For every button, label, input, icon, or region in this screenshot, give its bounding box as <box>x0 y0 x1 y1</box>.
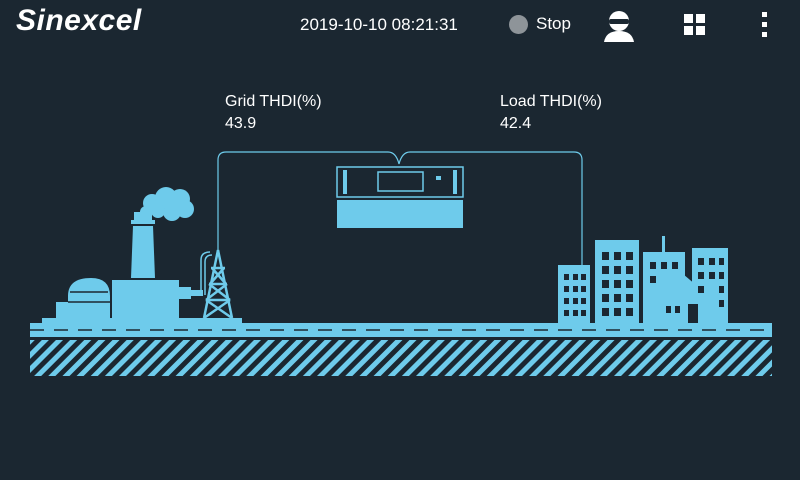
kebab-menu-icon[interactable] <box>756 10 774 40</box>
connection-wire <box>217 151 583 268</box>
grid-thdi-value: 43.9 <box>225 115 257 132</box>
load-thdi-label: Load THDI(%) <box>500 93 602 110</box>
user-avatar-icon[interactable] <box>602 9 636 43</box>
grid-menu-icon[interactable] <box>684 14 706 36</box>
power-plant-icon <box>42 187 242 324</box>
load-thdi-value: 42.4 <box>500 115 532 132</box>
filter-device-icon <box>336 166 464 228</box>
road-ground <box>30 323 772 376</box>
transmission-tower-icon <box>200 249 234 320</box>
status-indicator-icon <box>509 14 528 34</box>
run-status-button[interactable]: Stop <box>509 14 571 34</box>
grid-thdi-metric: Grid THDI(%) 43.9 <box>225 91 322 135</box>
load-thdi-metric: Load THDI(%) 42.4 <box>500 91 602 135</box>
grid-thdi-label: Grid THDI(%) <box>225 93 322 110</box>
status-label: Stop <box>536 14 571 33</box>
brand-logo: Sinexcel <box>16 4 142 37</box>
datetime-display: 2019-10-10 08:21:31 <box>300 15 458 34</box>
